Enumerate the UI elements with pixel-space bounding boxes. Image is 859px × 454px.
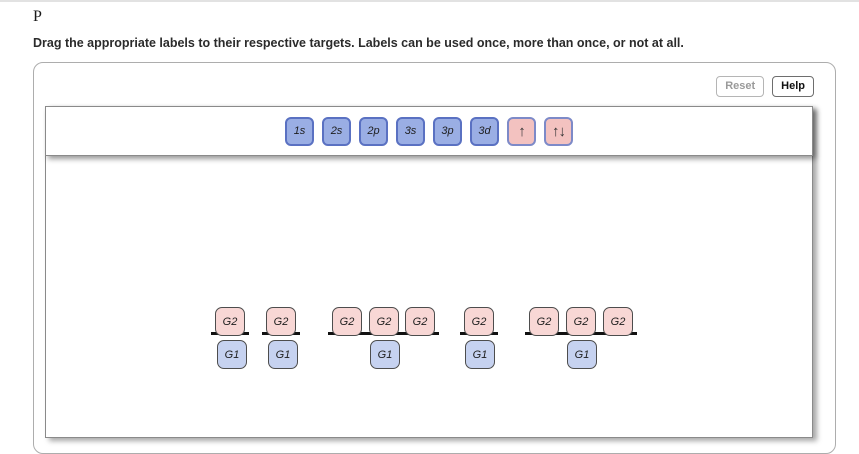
label-chip-3d[interactable]: 3d [470,116,499,146]
target-g2[interactable]: G2 [266,307,296,336]
target-g2[interactable]: G2 [215,307,245,336]
target-g1[interactable]: G1 [370,340,400,369]
label-chip-1s[interactable]: 1s [285,116,314,146]
instruction-text: Drag the appropriate labels to their res… [33,36,684,50]
activity-panel: Reset Help 1s 2s 2p 3s 3p 3d ↑ ↑↓ G2 G2 … [33,62,836,454]
target-g2[interactable]: G2 [405,307,435,336]
target-g2[interactable]: G2 [566,307,596,336]
target-g1[interactable]: G1 [567,340,597,369]
label-tray: 1s 2s 2p 3s 3p 3d ↑ ↑↓ [45,106,813,156]
label-chip-3s[interactable]: 3s [396,116,425,146]
target-g2[interactable]: G2 [369,307,399,336]
toolbar: Reset Help [716,76,814,98]
target-g2[interactable]: G2 [603,307,633,336]
target-g1[interactable]: G1 [465,340,495,369]
target-g1[interactable]: G1 [268,340,298,369]
up-down-arrow-icon[interactable]: ↑↓ [544,116,573,146]
label-chip-3p[interactable]: 3p [433,116,462,146]
reset-button[interactable]: Reset [716,76,765,98]
label-chip-2p[interactable]: 2p [359,116,388,146]
page-title: P [33,8,42,25]
page-top-divider [0,0,859,2]
up-arrow-icon[interactable]: ↑ [507,116,536,146]
diagram-canvas: 1s 2s 2p 3s 3p 3d ↑ ↑↓ G2 G2 G2 G2 G2 G2… [45,106,813,438]
target-g1[interactable]: G1 [217,340,247,369]
target-g2[interactable]: G2 [464,307,494,336]
help-button[interactable]: Help [772,76,814,98]
label-chip-2s[interactable]: 2s [322,116,351,146]
target-g2[interactable]: G2 [529,307,559,336]
target-g2[interactable]: G2 [332,307,362,336]
